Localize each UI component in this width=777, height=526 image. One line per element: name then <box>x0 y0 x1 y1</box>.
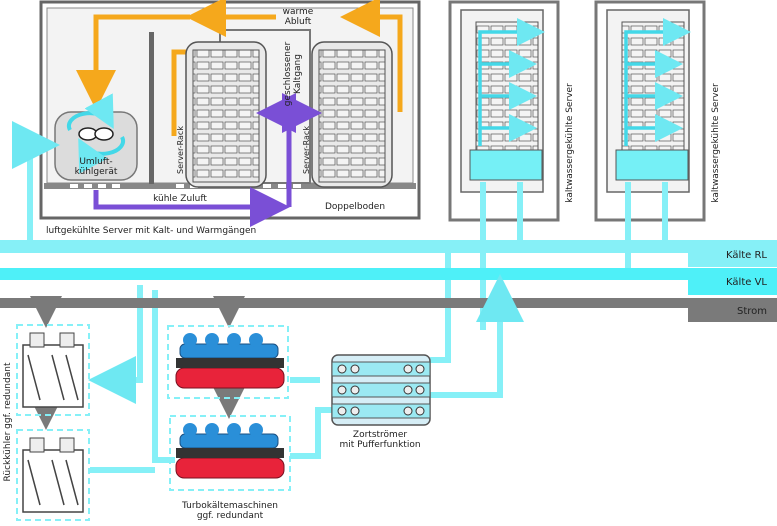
label-line: Turbokältemaschinen <box>181 501 278 511</box>
label-line: Umluft- <box>79 157 112 167</box>
cool-supply-flow <box>93 93 322 227</box>
cold-supply-label: Kälte VL <box>726 277 767 288</box>
dry-cooler-bottom <box>16 429 90 521</box>
power-label: Strom <box>737 306 767 317</box>
label-line: ggf. redundant <box>197 511 264 521</box>
label-line: geschlossener <box>283 41 293 106</box>
water-cooled-label-2: kaltwassergekühlte Server <box>711 83 721 203</box>
water-cooled-cabinet-1 <box>448 0 560 222</box>
water-cooled-label-1: kaltwassergekühlte Server <box>565 83 575 203</box>
server-rack-left <box>185 41 267 188</box>
coolant-pipes <box>12 121 668 473</box>
label-line: warme <box>283 7 314 17</box>
dry-cooler-top <box>16 324 90 416</box>
crac-unit <box>54 93 138 181</box>
water-cooled-cabinet-2 <box>594 0 706 222</box>
label-line: Kaltgang <box>293 54 303 94</box>
server-rack-right-label: Server-Rack <box>302 126 311 174</box>
cool-supply-label: kühle Zuluft <box>153 194 207 204</box>
crac-unit-label: Umluft-kühlgerät <box>75 157 118 177</box>
server-rack-left-label: Server-Rack <box>176 126 185 174</box>
buffer-tank <box>331 354 431 426</box>
turbo-chiller-bottom <box>169 415 291 491</box>
cold-return-label: Kälte RL <box>726 250 767 261</box>
power-band <box>0 298 777 322</box>
dry-cooler-label: Rückkühler ggf. redundant <box>3 362 13 481</box>
warm-exhaust-flow <box>76 0 403 136</box>
label-line: Zortströmer <box>353 430 407 440</box>
label-line: Abluft <box>285 17 312 27</box>
closed-cold-aisle-label: geschlossenerKaltgang <box>283 41 303 106</box>
cold-supply-band <box>0 268 777 295</box>
turbo-chiller-top <box>167 325 289 399</box>
label-line: kühlgerät <box>75 167 118 177</box>
cold-return-band <box>0 240 777 267</box>
server-rack-right <box>311 41 393 188</box>
label-line: mit Pufferfunktion <box>339 440 420 450</box>
raised-floor-label: Doppelboden <box>325 202 385 212</box>
air-cooled-caption: luftgekühlte Server mit Kalt- und Warmgä… <box>46 226 256 236</box>
